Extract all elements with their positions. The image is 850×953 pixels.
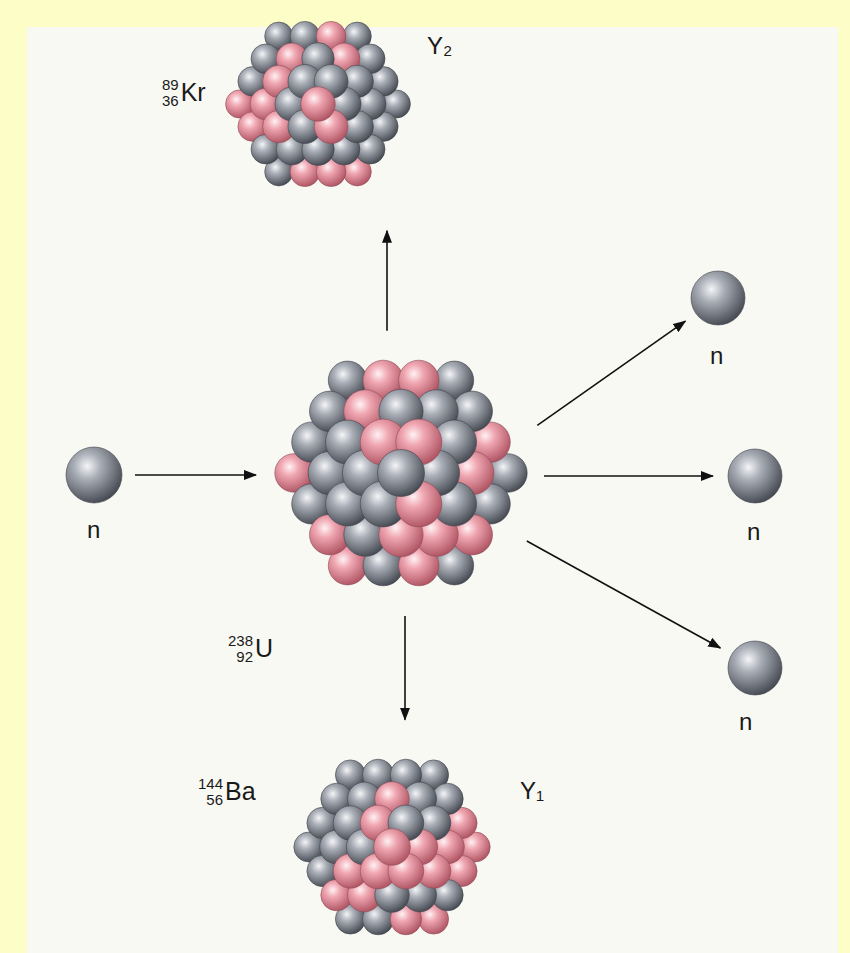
particle-label: n xyxy=(747,520,760,544)
element-symbol: U xyxy=(255,636,273,661)
neutron-ball xyxy=(728,641,782,695)
isotope-symbol: 23892U xyxy=(228,633,273,665)
isotope-numbers: 14456 xyxy=(198,776,223,808)
atomic-number: 36 xyxy=(162,93,179,109)
reaction-arrow xyxy=(537,321,685,425)
reaction-arrow xyxy=(544,475,713,477)
reaction-arrow xyxy=(135,474,256,476)
nucleus: 8936KrY₂ xyxy=(222,8,414,200)
isotope-label: 8936Kr xyxy=(162,76,206,109)
proton-ball xyxy=(374,829,411,866)
isotope-numbers: 8936 xyxy=(162,77,179,109)
neutron: n xyxy=(727,448,783,504)
neutron-ball xyxy=(728,449,782,503)
particle-label: Y₁ xyxy=(520,779,544,803)
isotope-symbol: 14456Ba xyxy=(198,776,256,808)
neutron-ball xyxy=(378,450,425,497)
neutron: n xyxy=(65,446,123,504)
atomic-number: 56 xyxy=(206,792,223,808)
particle-label: Y₂ xyxy=(427,34,452,58)
nucleus: 14456BaY₁ xyxy=(290,745,494,949)
nucleus-drawing xyxy=(222,8,414,200)
particle-label: n xyxy=(710,344,723,368)
particle-label: n xyxy=(87,518,100,542)
nucleus-drawing xyxy=(727,448,783,504)
particle-label: n xyxy=(739,708,752,735)
element-symbol: Ba xyxy=(225,779,256,804)
particle-label: Y₂ xyxy=(427,32,452,59)
mass-number: 238 xyxy=(228,633,253,649)
nucleus: 23892U xyxy=(270,342,532,604)
particle-label: n xyxy=(739,710,752,734)
isotope-label: 23892U xyxy=(228,632,273,665)
neutron: n xyxy=(727,640,783,696)
nucleus-drawing xyxy=(270,342,532,604)
particle-label: n xyxy=(710,342,723,369)
isotope-numbers: 23892 xyxy=(228,633,253,665)
particle-label: n xyxy=(87,516,100,543)
nucleus-drawing xyxy=(65,446,123,504)
neutron: n xyxy=(690,270,746,326)
element-symbol: Kr xyxy=(181,80,206,105)
nucleus-drawing xyxy=(727,640,783,696)
particle-label: Y₁ xyxy=(520,777,544,804)
reaction-arrow xyxy=(386,231,388,331)
proton-ball xyxy=(301,87,335,121)
mass-number: 144 xyxy=(198,776,223,792)
nucleus-drawing xyxy=(690,270,746,326)
neutron-ball xyxy=(66,447,122,503)
neutron-ball xyxy=(691,271,745,325)
reaction-arrow xyxy=(404,616,406,720)
reaction-arrow xyxy=(527,541,721,648)
particle-label: n xyxy=(747,518,760,545)
isotope-label: 14456Ba xyxy=(198,775,256,808)
mass-number: 89 xyxy=(162,77,179,93)
isotope-symbol: 8936Kr xyxy=(162,77,206,109)
atomic-number: 92 xyxy=(236,649,253,665)
nucleus-drawing xyxy=(290,745,494,949)
